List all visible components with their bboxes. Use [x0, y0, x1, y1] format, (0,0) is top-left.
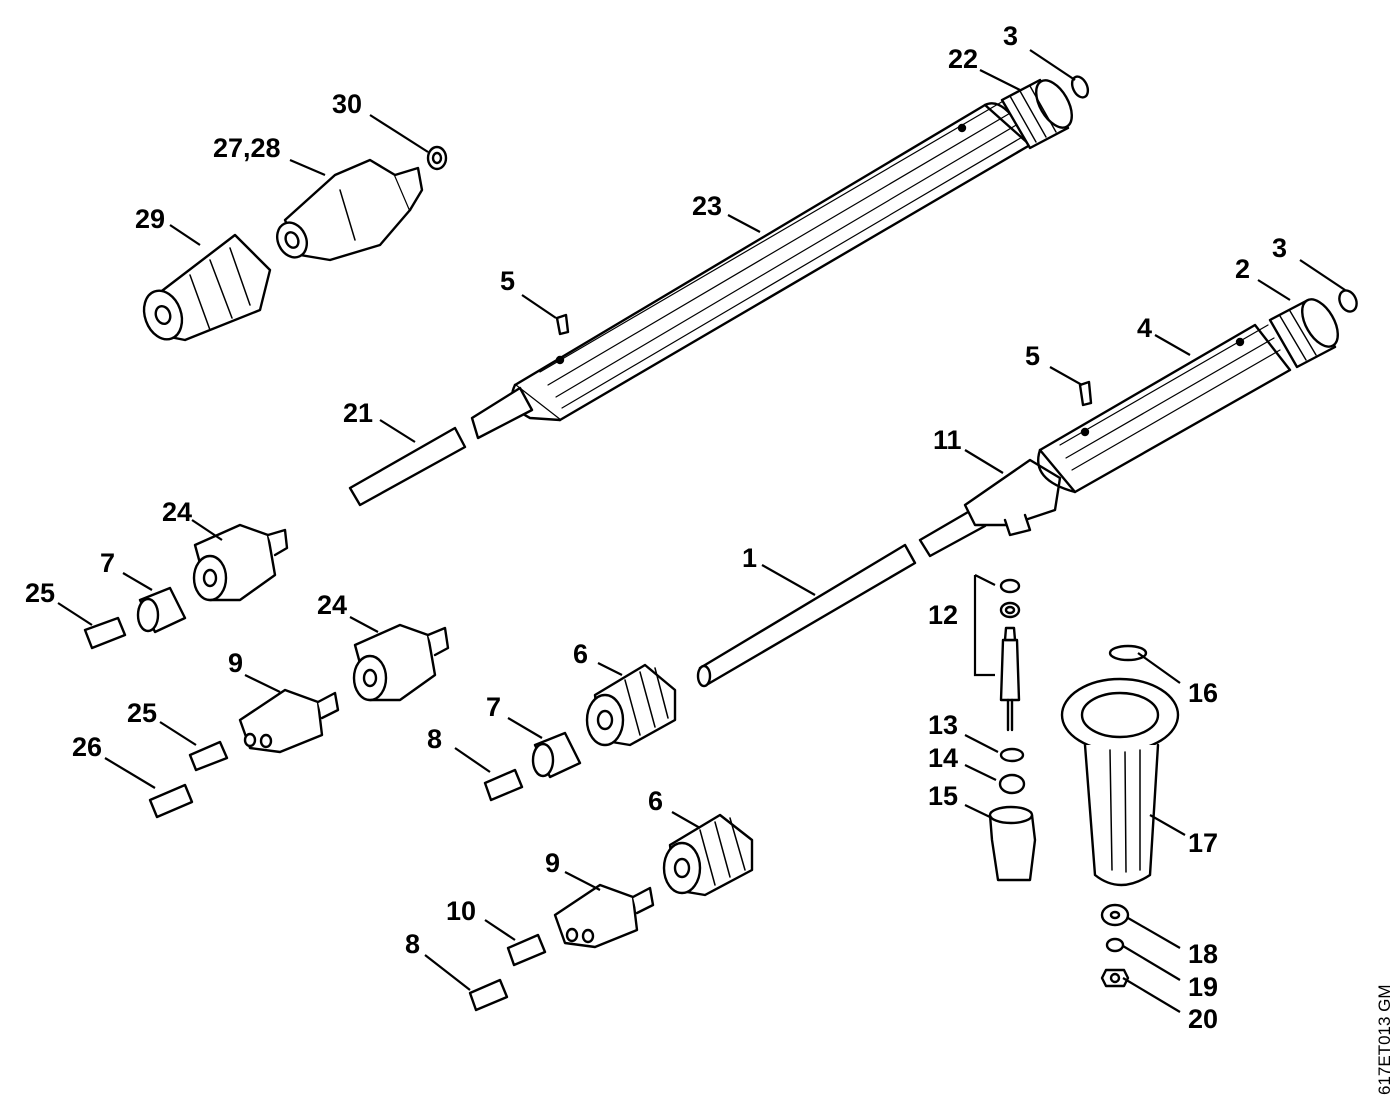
part-30-washer	[426, 145, 448, 171]
label-23: 23	[692, 191, 722, 221]
label-7-upper: 7	[100, 548, 115, 578]
label-24-upper: 24	[162, 497, 192, 527]
part-3-o-ring-upper	[1070, 75, 1090, 99]
label-5-upper: 5	[500, 266, 515, 296]
label-22: 22	[948, 44, 978, 74]
part-24-adapter-upper	[192, 523, 289, 602]
part-18-washer	[1100, 903, 1130, 927]
part-12-valve-assembly	[999, 578, 1021, 732]
drawing-code: 617ET013 GM	[1375, 984, 1394, 1095]
part-6-knurled-nut-upper	[585, 663, 677, 747]
part-5-screw-upper	[555, 313, 570, 336]
part-25-jet-lower	[188, 740, 229, 772]
part-20-nut	[1100, 968, 1130, 988]
label-3-right: 3	[1272, 233, 1287, 263]
label-4: 4	[1137, 313, 1152, 343]
part-8-jet-upper	[483, 768, 524, 802]
part-10-jet	[506, 933, 547, 967]
part-9-flat-nozzle-upper	[238, 688, 340, 754]
label-10: 10	[446, 896, 476, 926]
label-18: 18	[1188, 939, 1218, 969]
part-2-coupling-nut	[1268, 298, 1339, 369]
part-1-lower-pipe	[696, 506, 987, 688]
part-9-flat-nozzle-lower	[553, 883, 655, 949]
label-29: 29	[135, 204, 165, 234]
label-20: 20	[1188, 1004, 1218, 1034]
label-14: 14	[928, 743, 958, 773]
label-15: 15	[928, 781, 958, 811]
label-21: 21	[343, 398, 373, 428]
part-5-screw-right	[1078, 380, 1093, 407]
part-15-connector	[988, 805, 1037, 882]
label-13: 13	[928, 710, 958, 740]
part-24-adapter-lower	[352, 623, 450, 702]
label-2: 2	[1235, 254, 1250, 284]
part-29-nozzle-cap	[142, 233, 272, 342]
part-3-o-ring-right	[1338, 289, 1358, 313]
label-27-28: 27,28	[213, 133, 281, 163]
label-19: 19	[1188, 972, 1218, 1002]
label-6-upper: 6	[573, 639, 588, 669]
part-8-jet-lower	[468, 978, 509, 1012]
label-25-upper: 25	[25, 578, 55, 608]
label-7-lower: 7	[486, 692, 501, 722]
label-30: 30	[332, 89, 362, 119]
label-12: 12	[928, 600, 958, 630]
part-17-grip-handle	[1060, 677, 1180, 887]
part-7-sleeve-upper	[136, 586, 187, 634]
label-5-right: 5	[1025, 341, 1040, 371]
label-16: 16	[1188, 678, 1218, 708]
part-16-clip	[1108, 644, 1148, 662]
part-26-jet	[148, 783, 194, 819]
label-8-upper: 8	[427, 724, 442, 754]
label-1: 1	[742, 543, 757, 573]
label-25-lower: 25	[127, 698, 157, 728]
callout-labels: 3 22 30 27,28 29 23 5 3 2 4 5 21 11 1 24…	[25, 21, 1287, 1034]
part-12-bracket	[973, 574, 996, 677]
part-25-jet-upper	[83, 616, 127, 650]
part-23-lance-tube	[470, 99, 1032, 440]
label-9-upper: 9	[228, 648, 243, 678]
part-6-knurled-nut-lower	[662, 813, 754, 897]
part-22-coupling-nut	[1000, 78, 1073, 150]
label-6-lower: 6	[648, 786, 663, 816]
label-11: 11	[933, 425, 962, 455]
label-26: 26	[72, 732, 102, 762]
label-9-lower: 9	[545, 848, 560, 878]
part-4-handle-tube	[1037, 323, 1292, 494]
part-19-circlip	[1105, 937, 1125, 953]
part-27-28-nozzle-body	[276, 158, 424, 262]
part-7-sleeve-lower	[531, 731, 582, 779]
label-24-lower: 24	[317, 590, 347, 620]
leader-lines	[57, 49, 1346, 1013]
label-8-lower: 8	[405, 929, 420, 959]
part-14-o-ring	[998, 773, 1026, 795]
part-21-inner-pipe	[348, 426, 467, 507]
part-13-washer	[999, 747, 1025, 763]
label-3-upper: 3	[1003, 21, 1018, 51]
label-17: 17	[1188, 828, 1218, 858]
part-11-t-piece	[963, 458, 1062, 537]
